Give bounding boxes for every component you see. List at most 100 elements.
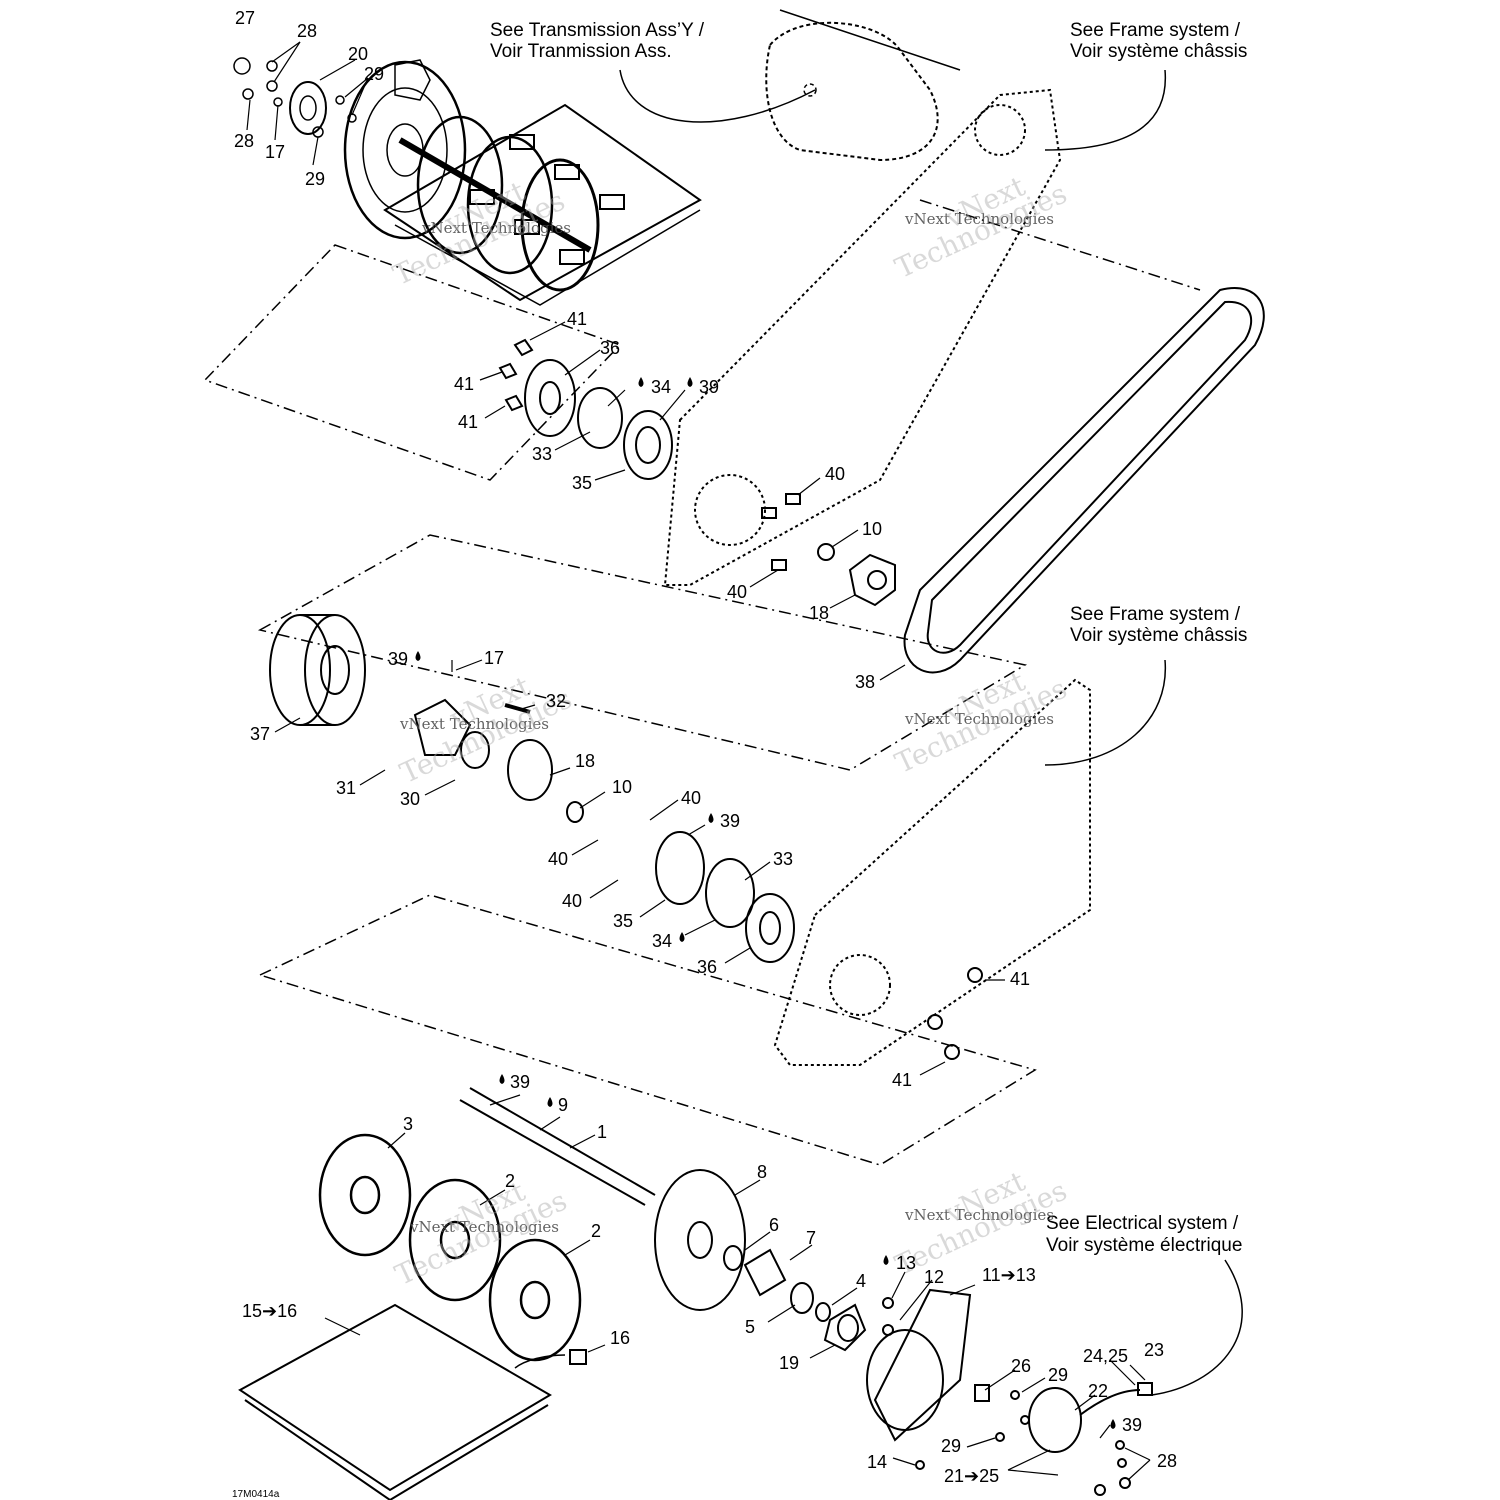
lower-frame-nuts: [927, 967, 983, 1060]
part-label: 39: [699, 377, 720, 397]
lubricant-drop-icons: [415, 377, 1116, 1429]
note-transmission-line1: See Transmission Ass’Y /: [490, 20, 705, 41]
leader-frame-middle: [1044, 659, 1167, 766]
part-label: 29: [941, 1436, 962, 1456]
part-label: 38: [855, 672, 876, 692]
part-label: 35: [572, 473, 593, 493]
group-box-lower: [257, 894, 1037, 1166]
part-label: 40: [562, 891, 583, 911]
transmission-assembly: [765, 9, 961, 162]
part-label: 10: [612, 777, 633, 797]
part-label: 8: [757, 1162, 768, 1182]
part-label: 5: [745, 1317, 756, 1337]
axis-line-frame: [919, 199, 1201, 291]
drive-belt: [903, 287, 1265, 674]
middle-hub-parts: [413, 698, 795, 963]
group-box-middle: [257, 534, 1028, 771]
part-label: 29: [1048, 1365, 1069, 1385]
part-label: 24,25: [1083, 1346, 1129, 1366]
note-frame-mid-line1: See Frame system /: [1070, 604, 1240, 625]
part-label: 40: [727, 582, 748, 602]
part-label: 41: [454, 374, 475, 394]
part-label: 19: [779, 1353, 800, 1373]
part-label: 40: [681, 788, 702, 808]
drop-icon: [638, 377, 644, 387]
group-box-top: [203, 244, 622, 481]
track-clips: [238, 1303, 587, 1500]
electrical-cover: [866, 1288, 1153, 1496]
note-frame-top-line1: See Frame system /: [1070, 20, 1240, 41]
part-label: 40: [825, 464, 846, 484]
part-label: 20: [348, 44, 369, 64]
drive-axle-assembly-top: [343, 59, 702, 306]
part-label: 33: [773, 849, 794, 869]
part-label: 39: [388, 649, 409, 669]
axle-shaft-1: [459, 1087, 656, 1206]
part-label: 18: [575, 751, 596, 771]
part-label: 6: [769, 1215, 780, 1235]
part-label: 9: [558, 1095, 569, 1115]
part-label: 28: [297, 21, 318, 41]
watermark-text: vNext Technologies: [905, 710, 1055, 728]
part-label: 2: [505, 1171, 516, 1191]
part-label: 29: [305, 169, 326, 189]
part-label: 36: [697, 957, 718, 977]
watermark-text: vNext Technologies: [905, 210, 1055, 228]
part-label: 39: [1122, 1415, 1143, 1435]
leader-frame-top: [1044, 69, 1166, 151]
part-label: 18: [809, 603, 830, 623]
drop-icon: [883, 1255, 889, 1265]
part-label: 1: [597, 1122, 608, 1142]
drop-icon: [687, 377, 693, 387]
watermark-text: vNext Technologies: [400, 715, 550, 733]
frame-plate-upper: [663, 88, 1062, 586]
drop-icon: [499, 1074, 505, 1084]
part-label: 7: [806, 1228, 817, 1248]
part-label: 15➔16: [242, 1301, 298, 1321]
drop-icon: [1110, 1419, 1116, 1429]
drop-icon: [708, 813, 714, 823]
part-label: 2: [591, 1221, 602, 1241]
bearing-stack-upper: [498, 338, 673, 480]
part-label: 28: [234, 131, 255, 151]
note-transmission-line2: Voir Tranmission Ass.: [490, 41, 672, 62]
drop-icon: [415, 651, 421, 661]
drop-icon: [679, 932, 685, 942]
part-label: 12: [924, 1267, 945, 1287]
upper-frame-hardware: [761, 493, 896, 607]
part-label: 30: [400, 789, 421, 809]
note-electrical-line1: See Electrical system /: [1046, 1213, 1239, 1234]
top-left-hardware: [233, 57, 357, 138]
watermark-text: vNext Technologies: [905, 1206, 1055, 1224]
part-label: 41: [458, 412, 479, 432]
part-label: 32: [546, 691, 567, 711]
part-label: 36: [600, 338, 621, 358]
part-label: 41: [1010, 969, 1031, 989]
frame-plate-lower: [773, 678, 1091, 1066]
leader-electrical: [1151, 1259, 1243, 1396]
note-frame-top-line2: Voir système châssis: [1070, 41, 1248, 62]
leader-transmission: [619, 69, 816, 123]
part-label: 33: [532, 444, 553, 464]
drawing-code: 17M0414a: [232, 1489, 280, 1500]
part-label: 16: [610, 1328, 631, 1348]
part-label: 10: [862, 519, 883, 539]
part-label: 27: [235, 8, 256, 28]
part-label: 17: [484, 648, 505, 668]
part-label: 22: [1088, 1381, 1109, 1401]
part-label: 37: [250, 724, 271, 744]
label-leaders: [246, 41, 1151, 1481]
part-label: 3: [403, 1114, 414, 1134]
part-label: 35: [613, 911, 634, 931]
brake-disc-8: [654, 1169, 867, 1352]
part-label: 34: [652, 931, 673, 951]
part-label: 14: [867, 1452, 888, 1472]
part-label: 41: [892, 1070, 913, 1090]
part-label: 39: [510, 1072, 531, 1092]
watermark-text: vNext Technologies: [422, 219, 572, 237]
note-frame-mid-line2: Voir système châssis: [1070, 625, 1248, 646]
part-label: 13: [896, 1253, 917, 1273]
part-label: 4: [856, 1271, 867, 1291]
part-label: 21➔25: [944, 1466, 1000, 1486]
